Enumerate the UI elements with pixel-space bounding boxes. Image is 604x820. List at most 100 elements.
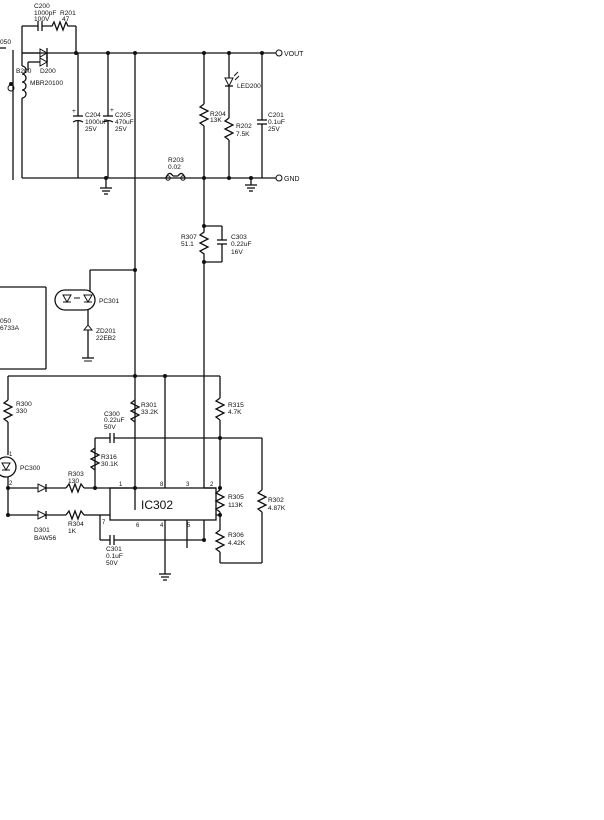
pc300-optocoupler: PC300 1 2 — [0, 452, 40, 515]
svg-text:+: + — [72, 108, 76, 115]
transformer-ref: 050 — [0, 39, 11, 46]
d200-diode-top — [39, 48, 49, 58]
pc300-ref: PC300 — [20, 465, 40, 472]
vout-terminal: VOUT — [275, 49, 304, 58]
r204-resistor: R204 13K — [198, 53, 226, 178]
c301-ref: C301 — [106, 546, 122, 553]
r301-ref: R301 — [141, 402, 157, 409]
c201-voltage: 25V — [268, 126, 280, 133]
svg-text:7: 7 — [102, 520, 106, 526]
r305-resistor: R305 113K — [214, 489, 244, 530]
c204-value: 1000uF — [85, 119, 107, 126]
r303-value: 130 — [68, 478, 79, 485]
c201-value: 0.1uF — [268, 119, 285, 126]
ground-symbol-3 — [159, 573, 171, 581]
r316-ref: R316 — [101, 454, 117, 461]
r306-value: 4.42K — [228, 540, 246, 547]
ground-symbol-1 — [100, 178, 112, 195]
gnd-label: GND — [284, 176, 300, 183]
zd201-ref: ZD201 — [96, 328, 116, 335]
ic302-chip: IC302 1 8 3 2 7 6 4 5 — [100, 376, 220, 574]
led200-icon — [224, 77, 234, 88]
gnd-terminal-circle — [275, 174, 283, 182]
c303-voltage: 16V — [231, 249, 243, 256]
svg-text:2: 2 — [9, 481, 13, 487]
r302-value: 4.87K — [268, 505, 286, 512]
r303-resistor: R303 130 — [65, 471, 135, 494]
r316-value: 30.1K — [101, 461, 119, 468]
vout-terminal-circle — [275, 49, 283, 57]
svg-text:5: 5 — [187, 523, 191, 529]
c205-ref: C205 — [115, 112, 131, 119]
svg-text:3: 3 — [186, 482, 190, 488]
r300-value: 330 — [16, 408, 27, 415]
r201-ref: R201 — [60, 10, 76, 17]
d200-ref: D200 — [40, 68, 56, 75]
r315-ref: R315 — [228, 402, 244, 409]
r203-value: 0.02 — [168, 164, 181, 171]
svg-text:+: + — [110, 107, 114, 114]
r201-resistor — [42, 20, 76, 32]
pc301-ref: PC301 — [99, 298, 119, 305]
led200-branch: LED200 R202 7.5K — [223, 53, 261, 178]
c303-value: 0.22uF — [231, 241, 252, 248]
r307-ref: R307 — [181, 234, 197, 241]
gnd-terminal: GND — [275, 174, 300, 183]
r204-value: 13K — [210, 117, 222, 124]
c300-ref: C300 — [104, 411, 120, 418]
c301-capacitor: C301 0.1uF 50V — [100, 520, 205, 567]
c301-value: 0.1uF — [106, 553, 123, 560]
c300-value: 0.22uF — [104, 417, 125, 424]
d301-diode-top — [37, 483, 48, 493]
left-part-value: 6733A — [0, 325, 20, 332]
d200-dual-diode: D200 MBR20100 — [22, 48, 63, 87]
r202-ref: R202 — [236, 123, 252, 130]
ic302-label: IC302 — [141, 498, 173, 512]
c204-ref: C204 — [85, 112, 101, 119]
d301-ref: D301 — [34, 527, 50, 534]
c205-voltage: 25V — [115, 126, 127, 133]
r304-ref: R304 — [68, 521, 84, 528]
c204-voltage: 25V — [85, 126, 97, 133]
r316-resistor: R316 30.1K — [89, 447, 119, 471]
c201-capacitor: C201 0.1uF 25V — [257, 53, 285, 178]
c200-voltage: 100V — [34, 16, 50, 23]
ic302-body — [109, 487, 217, 521]
transformer-b200: 050 B200 — [0, 39, 78, 180]
svg-text:6: 6 — [136, 523, 140, 529]
r305-ref: R305 — [228, 494, 244, 501]
d301-part: BAW56 — [34, 535, 56, 542]
snubber-group: C200 1000pF 100V R201 47 — [21, 3, 77, 66]
ground-symbol-2 — [245, 178, 257, 192]
c205-capacitor: + C205 470uF 25V — [102, 53, 134, 178]
pc301-optocoupler: PC301 ZD201 22EB2 050 6733A — [0, 268, 137, 370]
c303-ref: C303 — [231, 234, 247, 241]
r201-value: 47 — [62, 16, 70, 23]
b200-ref: B200 — [16, 68, 32, 75]
r305-value: 113K — [228, 502, 244, 509]
r307-c303-parallel: R307 51.1 C303 0.22uF 16V — [181, 224, 252, 480]
d301-diode-bottom — [37, 510, 48, 520]
svg-text:1: 1 — [9, 452, 13, 458]
r300-ref: R300 — [16, 401, 32, 408]
r203-ref: R203 — [168, 157, 184, 164]
r315-resistor: R315 4.7K — [214, 376, 244, 488]
c205-value: 470uF — [115, 119, 134, 126]
b200-winding — [21, 65, 27, 99]
vout-label: VOUT — [284, 51, 304, 58]
c200-value: 1000pF — [34, 10, 56, 17]
r315-value: 4.7K — [228, 409, 242, 416]
c201-ref: C201 — [268, 112, 284, 119]
d301-diode: D301 BAW56 — [8, 483, 66, 542]
r302-ref: R302 — [268, 497, 284, 504]
c200-ref: C200 — [34, 3, 50, 10]
pc301-body — [54, 289, 96, 311]
r301-value: 33.2K — [141, 409, 159, 416]
r300-resistor: R300 330 — [2, 376, 32, 455]
r303-ref: R303 — [68, 471, 84, 478]
led200-ref: LED200 — [237, 83, 261, 90]
d200-part: MBR20100 — [30, 80, 63, 87]
r307-value: 51.1 — [181, 241, 194, 248]
r306-resistor: R306 4.42K — [214, 529, 262, 564]
